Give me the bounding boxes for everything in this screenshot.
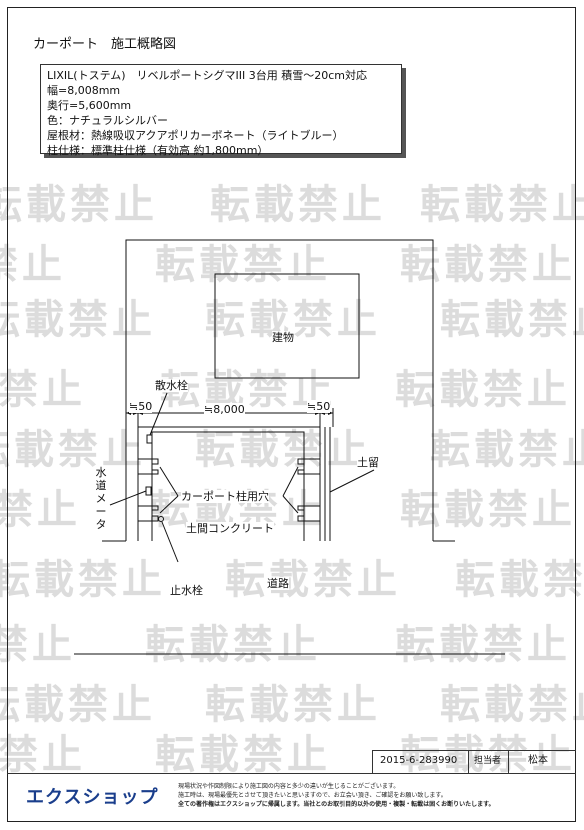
- road-label: 道路: [267, 577, 289, 590]
- leader-drain: [149, 392, 168, 436]
- post-notch-left-top: [138, 458, 159, 475]
- leader-retaining-wall: [329, 469, 375, 493]
- watermark: 転載禁止: [0, 682, 156, 728]
- post-notch-right-top: [297, 458, 320, 475]
- watermark: 転載禁止: [400, 732, 576, 778]
- watermark: 転載禁止: [210, 182, 386, 228]
- drain-label: 散水栓: [155, 379, 188, 392]
- staff-label: 担当者: [474, 756, 502, 766]
- document-number: 2015-6-283990: [380, 755, 458, 766]
- water-meter-char: メ: [95, 492, 107, 505]
- watermark: 転載禁止: [0, 487, 81, 533]
- dim-right-label: ≒50: [307, 400, 331, 413]
- watermark: 転載禁止: [0, 367, 86, 413]
- watermark: 転載禁止: [225, 557, 401, 603]
- spec-width: 幅=8,008mm: [47, 84, 121, 97]
- water-meter-char: 道: [95, 479, 107, 492]
- footer-divider: [7, 773, 576, 774]
- company-logo: エクスショップ: [26, 787, 159, 808]
- watermark: 転載禁止: [0, 297, 156, 343]
- notice-line: 全ての著作権はエクスショップに帰属します。当社とのお取引目的以外の使用・複製・転…: [178, 801, 495, 808]
- post-notch-left-bottom: [138, 505, 159, 522]
- carport-frame-inner: [151, 431, 305, 541]
- watermark: 転載禁止: [430, 427, 584, 473]
- footer-notice: 現場状況や作図制限により施工図の内容と多少の違いが生じることがございます。 施工…: [178, 782, 495, 809]
- watermark: 転載禁止: [455, 557, 584, 603]
- page-title: カーポート 施工概略図: [33, 37, 177, 52]
- watermark: 転載禁止: [400, 242, 576, 288]
- footer-cell-border: [468, 750, 469, 773]
- watermark: 転載禁止: [195, 427, 371, 473]
- watermark: 転載禁止: [0, 242, 66, 288]
- leader-post: [159, 495, 179, 514]
- footer-cell-border: [508, 750, 509, 773]
- stop-valve-symbol: [158, 516, 164, 522]
- drain-box: [146, 434, 153, 444]
- building-outline: [214, 273, 360, 379]
- leader-stop-valve: [161, 521, 179, 563]
- watermark: 転載禁止: [205, 682, 381, 728]
- water-meter-char: タ: [95, 518, 107, 531]
- footer-cell-border: [372, 750, 373, 773]
- water-meter-label: 水 道 メ ー タ: [95, 466, 107, 531]
- water-meter-char: ー: [95, 505, 107, 518]
- watermark: 転載禁止: [400, 487, 576, 533]
- building-label: 建物: [272, 331, 294, 344]
- watermark: 転載禁止: [395, 622, 571, 668]
- watermark: 転載禁止: [145, 622, 321, 668]
- retaining-wall-label: 土留: [357, 456, 379, 469]
- dim-width-label: ≒8,000: [204, 403, 245, 416]
- lot-outline: [125, 239, 434, 541]
- leader-post: [282, 495, 299, 514]
- spec-box: LIXIL(トステム) リベルポートシグマIII 3台用 積雪〜20cm対応 幅…: [40, 64, 402, 157]
- water-meter-char: 水: [95, 466, 107, 479]
- staff-name: 松本: [528, 755, 548, 766]
- meter-box: [145, 486, 152, 496]
- spec-roof: 屋根材：熱線吸収アクアポリカーボネート（ライトブルー）: [47, 129, 344, 142]
- watermark: 転載禁止: [160, 367, 336, 413]
- leader-meter: [109, 490, 147, 506]
- page-frame: [7, 7, 576, 822]
- watermark: 転載禁止: [155, 242, 331, 288]
- notice-line: 現場状況や作図制限により施工図の内容と多少の違いが生じることがございます。: [178, 783, 400, 790]
- stop-valve-label: 止水栓: [170, 584, 203, 597]
- spec-product: LIXIL(トステム) リベルポートシグマIII 3台用 積雪〜20cm対応: [47, 69, 368, 82]
- watermark: 転載禁止: [0, 557, 166, 603]
- watermark: 転載禁止: [0, 182, 158, 228]
- watermark: 転載禁止: [395, 367, 571, 413]
- spec-depth: 奥行=5,600mm: [47, 99, 132, 112]
- notice-line: 施工時は、現場最優先とさせて頂きたいと思いますので、お立会い頂き、ご確認をお願い…: [178, 792, 447, 799]
- watermark: 転載禁止: [155, 732, 331, 778]
- carport-frame-outer: [137, 426, 321, 541]
- watermark: 転載禁止: [0, 622, 76, 668]
- concrete-label: 土間コンクリート: [186, 522, 274, 535]
- watermark: 転載禁止: [440, 682, 584, 728]
- watermark: 転載禁止: [0, 732, 86, 778]
- leader-post: [282, 466, 299, 497]
- footer-cell-border: [372, 750, 576, 751]
- watermark: 転載禁止: [0, 427, 146, 473]
- spec-post: 柱仕様：標準柱仕様（有効高 約1,800mm）: [47, 144, 269, 157]
- leader-post: [159, 466, 179, 497]
- watermark: 転載禁止: [420, 182, 584, 228]
- spec-color: 色：ナチュラルシルバー: [47, 114, 168, 127]
- watermark: 転載禁止: [440, 297, 584, 343]
- post-holes-label: カーポート柱用穴: [181, 490, 269, 503]
- dim-left-label: ≒50: [129, 400, 153, 413]
- post-notch-right-bottom: [297, 505, 320, 522]
